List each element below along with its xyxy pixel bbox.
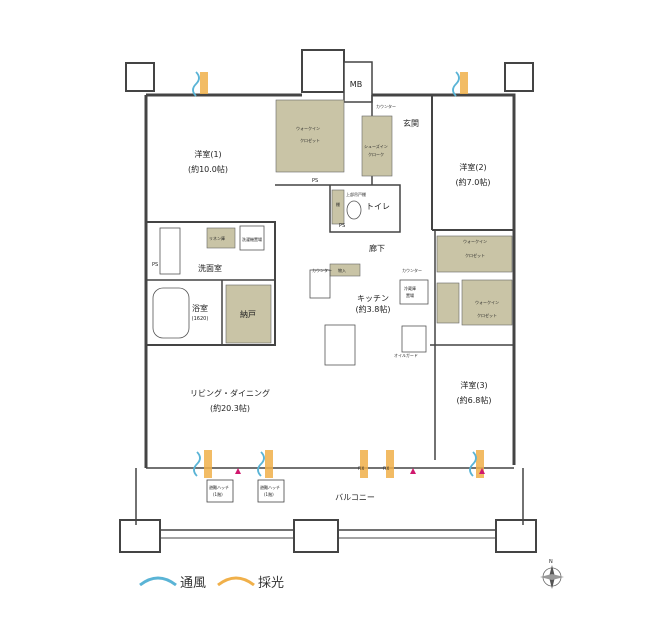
- plan-light-markers: [200, 72, 484, 478]
- shoe-label-1: シューズイン: [364, 143, 388, 149]
- entrance-label: 玄関: [403, 118, 419, 128]
- hall-label: 廊下: [369, 243, 385, 253]
- walkin-label-3: ウォークイン: [475, 299, 499, 305]
- shelf-label: 棚: [336, 201, 340, 207]
- walkin-label-2: ウォークイン: [463, 238, 487, 244]
- closets: [206, 99, 513, 344]
- walls: [119, 49, 537, 553]
- legend-wind: 通風: [180, 576, 207, 591]
- counter-label-3: カウンター: [402, 267, 422, 273]
- bath-label: 浴室: [192, 303, 208, 313]
- hatch-label-1b: (1階): [213, 491, 223, 497]
- wind-icon: [139, 576, 177, 587]
- fix-label-1: FIX: [358, 466, 364, 471]
- hatches: [206, 479, 285, 503]
- legend-light: 採光: [258, 576, 285, 591]
- ldk-label: リビング・ダイニング: [190, 388, 270, 398]
- linen-label: リネン庫: [209, 235, 225, 241]
- compass-north: N: [549, 559, 553, 565]
- closet-label-2: クロゼット: [465, 252, 485, 258]
- kitchen-label: キッチン: [357, 294, 389, 303]
- ps-label-2: PS: [312, 178, 318, 184]
- washroom-label: 洗面室: [198, 263, 222, 273]
- counter-label-2: カウンター: [312, 267, 332, 273]
- shoe-label-2: クローク: [368, 151, 384, 157]
- light-icon: [217, 576, 255, 587]
- fridge-label-1: 冷蔵庫: [404, 285, 416, 291]
- western2-label: 洋室(2): [459, 162, 486, 172]
- compass: [540, 565, 564, 589]
- oil-guard-label: オイルガード: [394, 352, 418, 358]
- counter-label-1: カウンター: [376, 103, 396, 109]
- western1-label: 洋室(1): [194, 149, 221, 159]
- hatch-label-1a: 避難ハッチ: [209, 484, 229, 490]
- western2-area: (約7.0帖): [456, 177, 491, 187]
- toilet-label: トイレ: [366, 202, 390, 211]
- closet-label-1: クロゼット: [300, 137, 320, 143]
- balcony-label: バルコニー: [335, 493, 375, 502]
- washer-label: 洗濯機置場: [242, 236, 262, 242]
- bath-size: (1620): [192, 316, 209, 322]
- walkin-label-1: ウォークイン: [296, 125, 320, 131]
- western3-label: 洋室(3): [460, 380, 487, 390]
- ps-label-1: PS: [152, 262, 158, 268]
- fridge-label-2: 置場: [406, 292, 414, 298]
- plan-wind-markers: [192, 71, 477, 477]
- marker-triangles: [235, 468, 485, 474]
- mb-label: MB: [350, 80, 362, 89]
- kitchen-area: (約3.8帖): [356, 304, 391, 314]
- fix-label-2: FIX: [383, 466, 389, 471]
- toilet-shelf-label: 上部吊戸棚: [346, 191, 366, 197]
- storage-label: 納戸: [240, 309, 256, 319]
- western3-area: (約6.8帖): [457, 395, 492, 405]
- storage-small-label: 物入: [338, 267, 346, 273]
- closet-label-3: クロゼット: [477, 312, 497, 318]
- hatch-label-2a: 避難ハッチ: [260, 484, 280, 490]
- fixtures: [152, 200, 429, 366]
- ps-label-3: PS: [339, 223, 345, 229]
- hatch-label-2b: (1階): [264, 491, 274, 497]
- ldk-area: (約20.3帖): [210, 403, 250, 413]
- western1-area: (約10.0帖): [188, 164, 228, 174]
